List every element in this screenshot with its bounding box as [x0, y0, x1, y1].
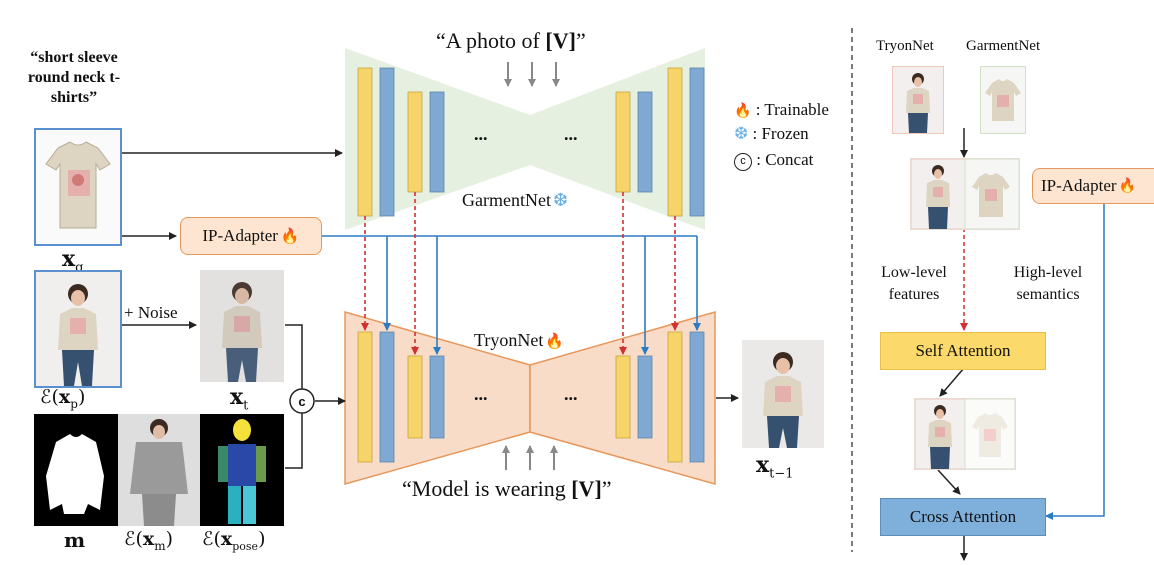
flame-icon: 🔥: [545, 334, 565, 350]
tryonnet-label: TryonNet🔥: [474, 330, 565, 350]
snowflake-icon: ❆: [734, 124, 749, 143]
tryonnet-prompt: “Model is wearing [V]”: [402, 476, 612, 501]
garmentnet-ellipsis-right: ...: [564, 124, 578, 144]
garmentnet-ellipsis-left: ...: [474, 124, 488, 144]
tn-block-blue-1: [379, 331, 395, 463]
right-tryonnet-header: TryonNet: [876, 38, 934, 54]
noisy-person-image: [200, 270, 284, 382]
garment-image: [34, 128, 122, 246]
tn-block-yellow-4: [667, 331, 683, 463]
low-level-line1: Low-level: [881, 264, 947, 281]
tn-block-yellow-1: [357, 331, 373, 463]
person-icon: [222, 282, 262, 382]
ip-adapter-label: IP-Adapter: [202, 226, 278, 245]
gn-block-yellow-2: [407, 91, 423, 193]
right-concat-thumb: [910, 158, 1020, 230]
tn-block-yellow-3: [615, 355, 631, 439]
gn-block-yellow-3: [615, 91, 631, 193]
concat-thumb-icon: [915, 399, 1015, 469]
gn-block-blue-3: [637, 91, 653, 193]
label-m: m: [64, 528, 86, 552]
gn-block-yellow-4: [667, 67, 683, 217]
output-image: [742, 340, 824, 448]
person-icon: [763, 352, 803, 448]
label-exm: ℰ(xm): [124, 528, 174, 553]
pose-image: [200, 414, 284, 526]
low-level-line2: features: [888, 286, 940, 303]
high-level-label: High-level semantics: [998, 262, 1098, 306]
low-level-label: Low-level features: [866, 262, 962, 306]
concat-icon: [289, 388, 315, 414]
concat-thumb-icon: [911, 159, 1019, 229]
line-xt-to-concat: [285, 324, 303, 390]
tryon-prompt-arrows: [502, 445, 558, 470]
label-expose: ℰ(xpose): [202, 528, 266, 553]
concat-icon: c: [734, 153, 752, 171]
ip-adapter-blue-lines: [322, 235, 701, 355]
right-output-thumb: [914, 398, 1016, 470]
garment-prompt-arrows: [504, 62, 560, 87]
right-ip-adapter-label: IP-Adapter: [1041, 176, 1117, 195]
ip-adapter-box: IP-Adapter 🔥: [180, 217, 322, 255]
right-person-thumb: [892, 66, 944, 134]
garmentnet-prompt: “A photo of [V]”: [436, 28, 586, 53]
line-cond-to-concat: [285, 412, 303, 469]
garment-feature-red-dashed: [361, 192, 679, 355]
flame-icon: 🔥: [734, 104, 752, 119]
label-exp: ℰ(xp): [40, 386, 86, 411]
gn-block-yellow-1: [357, 67, 373, 217]
arrow-selfatt-to-out: [939, 367, 965, 397]
garment-text-prompt: “short sleeve round neck t-shirts”: [27, 49, 121, 106]
mask-image: [34, 414, 118, 526]
right-garment-thumb: [980, 66, 1026, 134]
noise-label: + Noise: [124, 303, 178, 322]
flame-icon: 🔥: [280, 228, 300, 245]
self-attention-box: Self Attention: [880, 332, 1046, 370]
legend-concat: c : Concat: [734, 150, 813, 171]
arrow-ip-to-crossatt: [1045, 204, 1105, 520]
arrow-to-crossatt: [937, 469, 961, 495]
snowflake-icon: ❆: [552, 190, 569, 210]
person-icon: [130, 419, 188, 526]
tn-block-blue-4: [689, 331, 705, 463]
flame-icon: 🔥: [1118, 178, 1136, 194]
person-image: [34, 270, 122, 388]
high-level-line1: High-level: [1013, 264, 1083, 281]
mask-shape: [46, 434, 104, 514]
tn-block-blue-2: [429, 355, 445, 439]
gn-block-blue-4: [689, 67, 705, 217]
masked-person-image: [118, 414, 200, 526]
tryonnet-ellipsis-right: ...: [564, 384, 578, 404]
legend-trainable: 🔥 : Trainable: [734, 100, 829, 119]
tshirt-icon: [985, 79, 1021, 121]
concat-symbol: c: [298, 393, 306, 409]
tn-block-yellow-2: [407, 355, 423, 439]
densepose-shape: [218, 419, 266, 524]
label-xt1: xt−1: [756, 452, 794, 482]
gn-block-blue-2: [429, 91, 445, 193]
right-ip-adapter-box: IP-Adapter 🔥: [1032, 168, 1154, 204]
tn-block-blue-3: [637, 355, 653, 439]
person-icon: [58, 284, 98, 386]
label-xt: xt: [230, 384, 249, 414]
garmentnet-label: GarmentNet❆: [462, 190, 569, 210]
tshirt-icon: [45, 141, 111, 229]
cross-attention-box: Cross Attention: [880, 498, 1046, 536]
label-xg: xg: [62, 246, 84, 276]
gn-block-blue-1: [379, 67, 395, 217]
legend-frozen: ❆ : Frozen: [734, 124, 809, 143]
right-garmentnet-header: GarmentNet: [966, 38, 1041, 54]
person-icon: [906, 73, 930, 133]
high-level-line2: semantics: [1016, 286, 1080, 303]
tryonnet-ellipsis-left: ...: [474, 384, 488, 404]
